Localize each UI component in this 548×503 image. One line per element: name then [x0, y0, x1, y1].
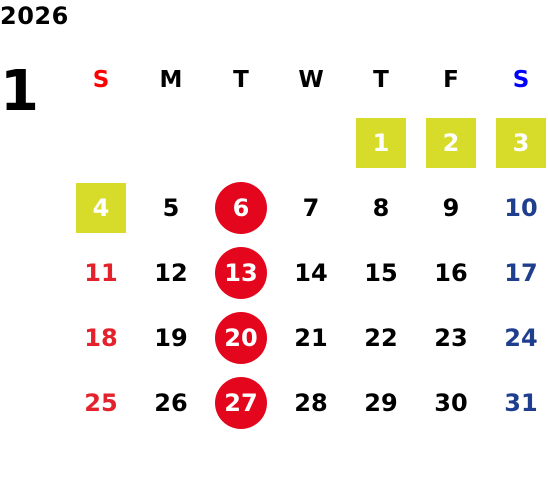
day-cell: 24: [486, 305, 548, 370]
day-cell: 25: [66, 370, 136, 435]
day-number: 22: [364, 323, 398, 352]
day-number-sunday: 11: [84, 258, 118, 287]
day-cell: 22: [346, 305, 416, 370]
day-cell: 1: [346, 110, 416, 175]
day-number: 16: [434, 258, 468, 287]
month-number: 1: [0, 59, 39, 124]
day-number: 29: [364, 388, 398, 417]
day-cell: 4: [66, 175, 136, 240]
day-cell: 21: [276, 305, 346, 370]
day-number-saturday: 17: [504, 258, 538, 287]
day-number: 15: [364, 258, 398, 287]
day-number-box-highlight: 4: [76, 182, 126, 233]
day-cell: 6: [206, 175, 276, 240]
day-number: 19: [154, 323, 188, 352]
day-number-sunday: 18: [84, 323, 118, 352]
day-cell: 8: [346, 175, 416, 240]
day-cell: 13: [206, 240, 276, 305]
day-cell: 19: [136, 305, 206, 370]
day-number: 5: [162, 193, 180, 222]
day-number: 23: [434, 323, 468, 352]
day-number: 21: [294, 323, 328, 352]
day-cell: 26: [136, 370, 206, 435]
day-cell: 2: [416, 110, 486, 175]
weekday-header-sunday: S: [92, 67, 110, 93]
day-number: 30: [434, 388, 468, 417]
day-number: 8: [372, 193, 390, 222]
calendar-grid: S M T W T F S 1 2 3 4 5 6 7 8 9 10 11 12…: [66, 50, 548, 435]
day-number-circle-highlight: 13: [215, 246, 267, 299]
day-number-sunday: 25: [84, 388, 118, 417]
day-cell: 27: [206, 370, 276, 435]
day-cell: 3: [486, 110, 548, 175]
empty-day-cell: [276, 110, 346, 175]
day-number-circle-highlight: 20: [215, 311, 267, 364]
weekday-header-monday: M: [159, 67, 183, 93]
day-number: 9: [442, 193, 460, 222]
day-number: 12: [154, 258, 188, 287]
day-cell: 29: [346, 370, 416, 435]
empty-day-cell: [66, 110, 136, 175]
empty-day-cell: [206, 110, 276, 175]
day-cell: 5: [136, 175, 206, 240]
day-number-circle-highlight: 6: [215, 181, 267, 234]
day-cell: 16: [416, 240, 486, 305]
day-number-box-highlight: 1: [356, 117, 406, 168]
day-cell: 30: [416, 370, 486, 435]
day-number: 14: [294, 258, 328, 287]
day-number: 7: [302, 193, 320, 222]
day-cell: 7: [276, 175, 346, 240]
day-cell: 11: [66, 240, 136, 305]
weekday-header-wednesday: W: [298, 67, 324, 93]
weekday-header-tuesday: T: [233, 67, 249, 93]
day-cell: 20: [206, 305, 276, 370]
weekday-header-saturday: S: [512, 67, 530, 93]
day-cell: 23: [416, 305, 486, 370]
day-number-saturday: 10: [504, 193, 538, 222]
year-label: 2026: [0, 2, 69, 30]
day-cell: 31: [486, 370, 548, 435]
day-cell: 18: [66, 305, 136, 370]
day-cell: 28: [276, 370, 346, 435]
day-number-circle-highlight: 27: [215, 376, 267, 429]
weekday-header-thursday: T: [373, 67, 389, 93]
day-cell: 9: [416, 175, 486, 240]
day-cell: 10: [486, 175, 548, 240]
day-cell: 17: [486, 240, 548, 305]
day-number-box-highlight: 3: [496, 117, 546, 168]
day-number: 28: [294, 388, 328, 417]
day-number-box-highlight: 2: [426, 117, 476, 168]
day-cell: 12: [136, 240, 206, 305]
weekday-header-friday: F: [443, 67, 459, 93]
day-number-saturday: 24: [504, 323, 538, 352]
day-number-saturday: 31: [504, 388, 538, 417]
day-number: 26: [154, 388, 188, 417]
day-cell: 14: [276, 240, 346, 305]
day-cell: 15: [346, 240, 416, 305]
empty-day-cell: [136, 110, 206, 175]
